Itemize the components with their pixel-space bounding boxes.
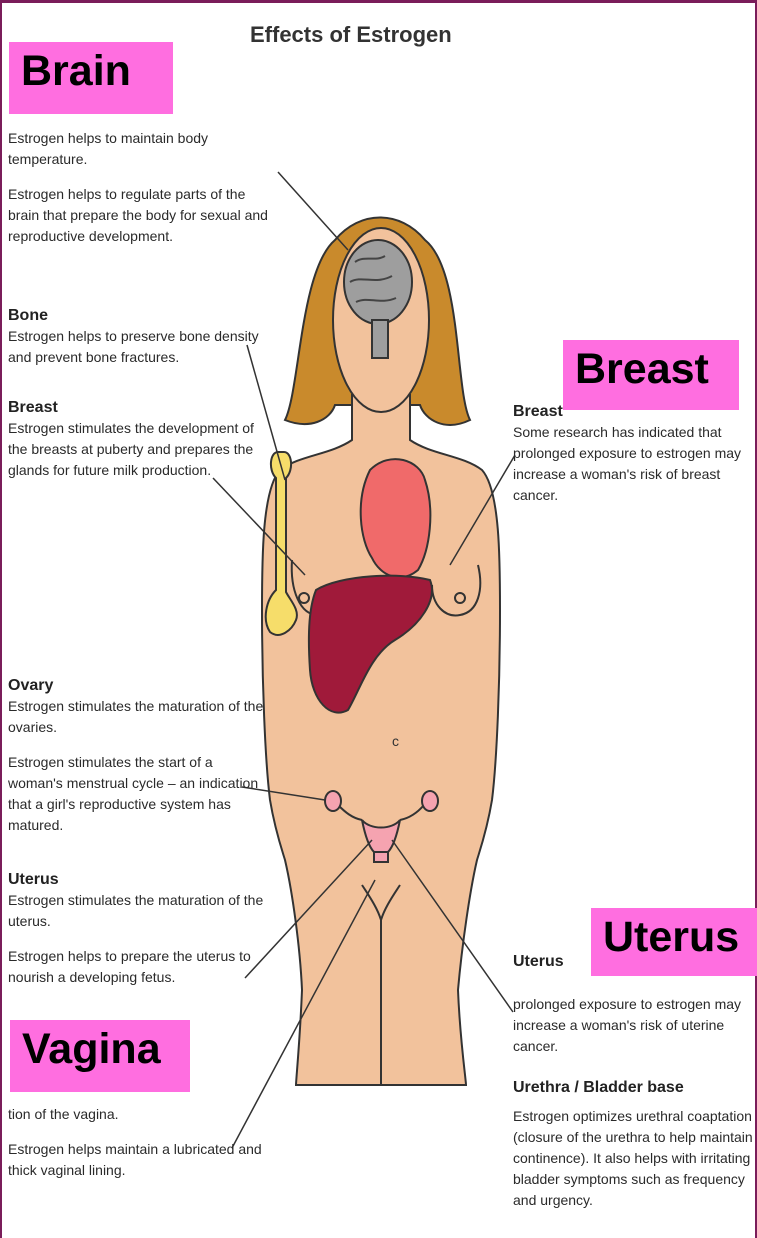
uterus-heading: Uterus <box>8 870 270 890</box>
left-ovary-section: Ovary Estrogen stimulates the maturation… <box>8 676 270 836</box>
tag-uterus: Uterus <box>591 908 757 976</box>
left-brain-text: Estrogen helps to maintain body temperat… <box>8 128 270 247</box>
tag-vagina: Vagina <box>10 1020 190 1092</box>
tag-breast: Breast <box>563 340 739 410</box>
ovary-right <box>422 791 438 811</box>
right-breast-section: Breast Some research has indicated that … <box>513 402 755 506</box>
left-uterus-section: Uterus Estrogen stimulates the maturatio… <box>8 870 270 988</box>
right-urethra-section: Urethra / Bladder base Estrogen optimize… <box>513 1078 755 1211</box>
ovary-heading: Ovary <box>8 676 270 696</box>
left-breast-section: Breast Estrogen stimulates the developme… <box>8 398 270 481</box>
brain <box>344 240 412 324</box>
tag-brain: Brain <box>9 42 173 114</box>
breast-heading: Breast <box>8 398 270 418</box>
svg-text:c: c <box>392 733 399 749</box>
brain-stem <box>372 320 388 358</box>
bone-heading: Bone <box>8 306 270 326</box>
left-vagina-section: tion of the vagina. Estrogen helps maint… <box>8 1104 270 1181</box>
ovary-left <box>325 791 341 811</box>
left-bone-section: Bone Estrogen helps to preserve bone den… <box>8 306 270 368</box>
urethra-heading: Urethra / Bladder base <box>513 1078 755 1098</box>
